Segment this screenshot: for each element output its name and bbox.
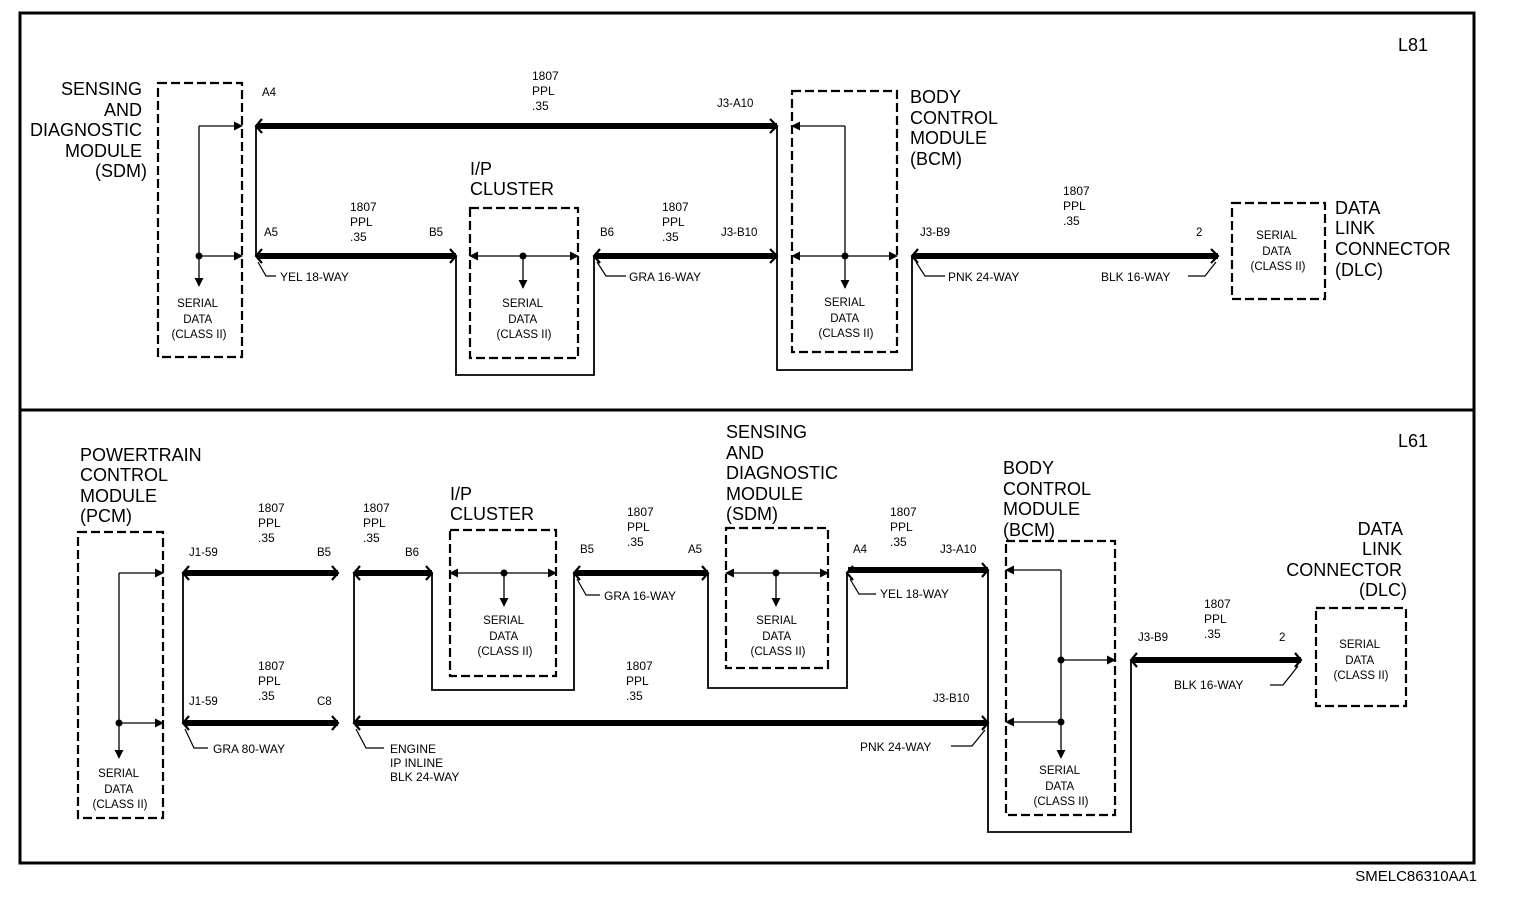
sdm-box-top (156, 81, 244, 359)
bcm-serial-data-top: SERIAL DATA (CLASS II) (819, 297, 874, 340)
pin-j3a10-top: J3-A10 (717, 98, 753, 110)
terminal-j3b9-bottom (1129, 652, 1138, 668)
pcm-title: POWERTRAIN CONTROL MODULE (PCM) (80, 445, 207, 526)
pin-j3b10-top: J3-B10 (721, 227, 757, 239)
connector-gra16-bottom: GRA 16-WAY (604, 589, 676, 603)
pin-b5-upper: B5 (317, 547, 331, 559)
pcm-serial-data: SERIAL DATA (CLASS II) (93, 768, 148, 811)
pin-a4-top: A4 (262, 87, 277, 99)
pin-a5: A5 (688, 544, 702, 556)
terminal-2-bottom (1294, 652, 1303, 668)
bcm-title-top: BODY CONTROL MODULE (BCM) (910, 87, 1002, 169)
top-section: L81 SENSING AND DIAGNOSTIC MODULE (SDM) … (30, 35, 1456, 376)
pin-b5-top: B5 (429, 227, 443, 239)
bottom-section: L61 POWERTRAIN CONTROL MODULE (PCM) SERI… (76, 422, 1428, 833)
terminal-2-top (1210, 248, 1220, 264)
wire-label-j159-b5: 1807 PPL .35 (258, 501, 288, 545)
pin-a5-top: A5 (264, 227, 278, 239)
sdm-title-top: SENSING AND DIAGNOSTIC MODULE (SDM) (30, 79, 147, 181)
ip-serial-data-bottom: SERIAL DATA (CLASS II) (478, 615, 533, 658)
ip-box-bottom (448, 528, 558, 678)
pin-j1-59-lower: J1-59 (189, 696, 218, 708)
bcm-box-top (790, 89, 899, 354)
dlc-serial-data-top: SERIAL DATA (CLASS II) (1251, 230, 1306, 273)
loop-ip-bottom (431, 573, 575, 691)
sdm-internal-top (194, 121, 243, 287)
wire-label-b6: 1807 PPL .35 (363, 501, 393, 545)
wire-label-c8-j3b10: 1807 PPL .35 (626, 659, 656, 703)
loop-sdm-bottom (707, 573, 848, 689)
pin-j3a10-bottom: J3-A10 (940, 544, 976, 556)
pin-a4-bottom: A4 (853, 544, 868, 556)
connector-gra16-top: GRA 16-WAY (629, 270, 701, 284)
wire-label-upper-top: 1807 PPL .35 (532, 69, 562, 113)
wire-label-a5-b5-top: 1807 PPL .35 (350, 200, 380, 244)
sdm-internal-bottom (725, 568, 829, 607)
loop-b5-b6-top (455, 256, 595, 376)
wire-label-b5-a5: 1807 PPL .35 (627, 505, 657, 549)
wire-label-j3b9-dlc-top: 1807 PPL .35 (1063, 184, 1093, 228)
pin-b6: B6 (405, 547, 419, 559)
wire-label-j3b9-dlc-bottom: 1807 PPL .35 (1204, 597, 1234, 641)
ip-title-top: I/P CLUSTER (470, 159, 554, 199)
sdm-title-bottom: SENSING AND DIAGNOSTIC MODULE (SDM) (726, 422, 843, 524)
terminal-b6-top (592, 248, 601, 264)
pin-b6-top: B6 (600, 227, 614, 239)
engine-inline-label: ENGINE IP INLINE BLK 24-WAY (390, 742, 459, 784)
ip-internal-bottom (449, 568, 557, 607)
bcm-internal-bottom (1005, 565, 1116, 759)
sdm-serial-data-bottom: SERIAL DATA (CLASS II) (751, 615, 806, 658)
wire-label-a4-j3a10-bottom: 1807 PPL .35 (890, 505, 920, 549)
terminal-c8 (331, 715, 340, 731)
wire-label-j159-c8: 1807 PPL .35 (258, 659, 288, 703)
pin-b5-lower: B5 (580, 544, 594, 556)
loop-bcm-bottom (987, 570, 1132, 833)
pin-j1-59-upper: J1-59 (189, 547, 218, 559)
dlc-box-bottom (1314, 606, 1408, 708)
bcm-serial-data-bottom: SERIAL DATA (CLASS II) (1034, 765, 1089, 808)
dlc-title-bottom: DATA LINK CONNECTOR (DLC) (1286, 519, 1407, 600)
connector-blk16-bottom: BLK 16-WAY (1174, 678, 1243, 692)
bcm-internal-top (791, 121, 898, 289)
dlc-box-top (1230, 201, 1327, 301)
sdm-serial-data-top: SERIAL DATA (CLASS II) (172, 298, 227, 341)
ip-title-bottom: I/P CLUSTER (450, 484, 534, 524)
connector-pnk24-bottom: PNK 24-WAY (860, 740, 931, 754)
loop-bcm-bottom-top (776, 256, 913, 371)
pin-c8: C8 (317, 696, 332, 708)
pin-j3b9-bottom: J3-B9 (1138, 632, 1168, 644)
connector-pnk24-top: PNK 24-WAY (948, 270, 1019, 284)
terminal-b5-upper (331, 565, 340, 581)
ip-box-top (468, 206, 580, 360)
bcm-title-bottom: BODY CONTROL MODULE (BCM) (1003, 458, 1095, 540)
connector-gra80: GRA 80-WAY (213, 742, 285, 756)
variant-label-top: L81 (1398, 35, 1428, 55)
dlc-title-top: DATA LINK CONNECTOR (DLC) (1335, 198, 1456, 280)
bcm-box-bottom (1004, 539, 1117, 817)
connector-blk16-top: BLK 16-WAY (1101, 270, 1170, 284)
pin-j3b9-top: J3-B9 (920, 227, 950, 239)
ip-serial-data-top: SERIAL DATA (CLASS II) (497, 298, 552, 341)
dlc-serial-data-bottom: SERIAL DATA (CLASS II) (1334, 639, 1389, 682)
variant-label-bottom: L61 (1398, 431, 1428, 451)
pin-j3b10-bottom: J3-B10 (933, 693, 969, 705)
pcm-box (76, 530, 165, 820)
wire-label-b6-j3b10-top: 1807 PPL .35 (662, 200, 692, 244)
outer-frame (18, 11, 1476, 865)
figure-code: SMELC86310AA1 (1355, 868, 1477, 885)
connector-yel18-top: YEL 18-WAY (280, 270, 349, 284)
connector-yel18-bottom: YEL 18-WAY (880, 587, 949, 601)
pin-2-bottom: 2 (1279, 632, 1285, 644)
pcm-internal (114, 568, 164, 759)
terminal-b5-lower (572, 565, 581, 581)
sdm-box-bottom (724, 526, 830, 670)
pin-2-top: 2 (1196, 227, 1202, 239)
terminal-j3b9-top (910, 248, 919, 264)
ip-internal-top (469, 251, 579, 289)
